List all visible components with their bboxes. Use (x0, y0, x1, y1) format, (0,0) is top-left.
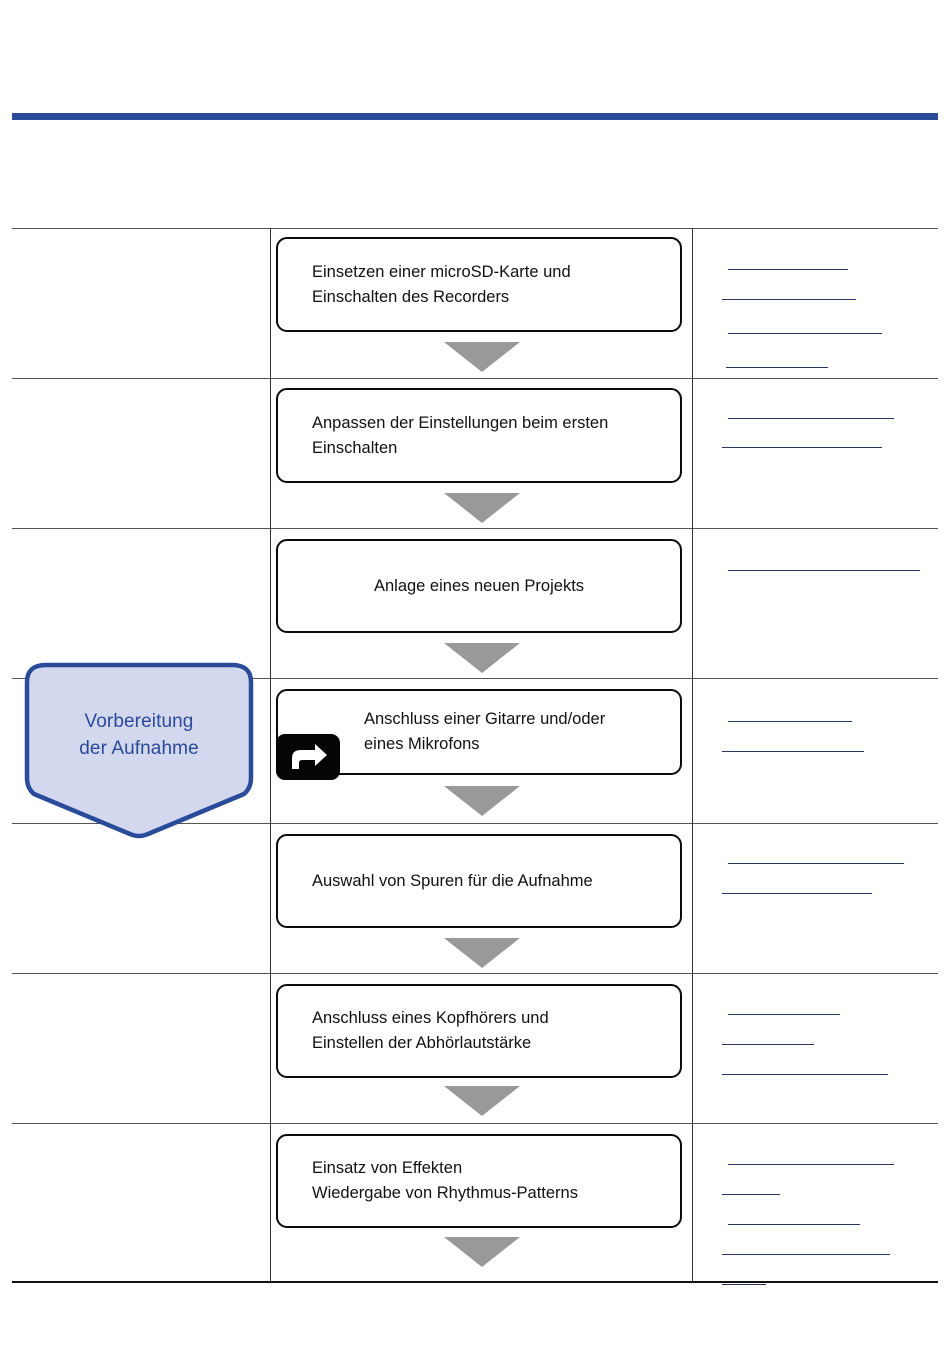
step-label: Anschluss einer Gitarre und/oder eines M… (364, 710, 606, 753)
step-label: Einsatz von Effekten Wiedergabe von Rhyt… (312, 1159, 578, 1202)
reference-link[interactable] (722, 1239, 890, 1255)
step-box[interactable]: Auswahl von Spuren für die Aufnahme (276, 834, 682, 928)
flow-caret-icon (444, 938, 520, 968)
step-label: Auswahl von Spuren für die Aufnahme (312, 871, 593, 890)
flow-caret-icon (444, 342, 520, 372)
step-label: Anpassen der Einstellungen beim ersten E… (312, 413, 609, 457)
row-separator (12, 678, 938, 679)
reference-link[interactable] (728, 403, 894, 419)
flow-caret-icon (444, 643, 520, 673)
row-separator (12, 1123, 938, 1124)
reference-link[interactable] (722, 736, 864, 752)
flow-caret-icon (444, 1086, 520, 1116)
flow-caret-icon (444, 493, 520, 523)
reference-link[interactable] (728, 555, 920, 571)
table-top-border (12, 228, 938, 229)
row-separator (12, 973, 938, 974)
reference-link[interactable] (726, 352, 828, 368)
step-box[interactable]: Anlage eines neuen Projekts (276, 539, 682, 633)
reference-link[interactable] (722, 284, 856, 300)
reference-link[interactable] (722, 432, 882, 448)
reference-link[interactable] (728, 318, 882, 334)
reference-link[interactable] (722, 1269, 766, 1285)
step-label: Anschluss eines Kopfhörers und Einstelle… (312, 1009, 549, 1052)
step-box[interactable]: Anpassen der Einstellungen beim ersten E… (276, 388, 682, 483)
step-box[interactable]: Anschluss eines Kopfhörers und Einstelle… (276, 984, 682, 1078)
column-divider-left (270, 228, 271, 1281)
header-rule (12, 113, 938, 120)
reference-link[interactable] (722, 1059, 888, 1075)
reference-link[interactable] (728, 999, 840, 1015)
flow-table: Einsetzen einer microSD-Karte und Einsch… (12, 228, 938, 1285)
reference-link[interactable] (728, 1149, 894, 1165)
badge-shape (24, 662, 254, 839)
reference-link[interactable] (722, 1029, 814, 1045)
reference-link[interactable] (722, 878, 872, 894)
flow-caret-icon (444, 786, 520, 816)
row-separator (12, 528, 938, 529)
jump-arrow-icon[interactable] (276, 734, 340, 780)
reference-link[interactable] (728, 254, 848, 270)
step-box[interactable]: Anschluss einer Gitarre und/oder eines M… (276, 689, 682, 775)
reference-link[interactable] (728, 706, 852, 722)
reference-link[interactable] (728, 1209, 860, 1225)
reference-link[interactable] (728, 848, 904, 864)
reference-link[interactable] (722, 1179, 780, 1195)
column-divider-right (692, 228, 693, 1281)
step-box[interactable]: Einsetzen einer microSD-Karte und Einsch… (276, 237, 682, 332)
row-separator (12, 378, 938, 379)
row-separator (12, 823, 938, 824)
section-badge: Vorbereitung der Aufnahme (22, 660, 256, 840)
table-bottom-border (12, 1281, 938, 1283)
step-box[interactable]: Einsatz von Effekten Wiedergabe von Rhyt… (276, 1134, 682, 1228)
step-label: Anlage eines neuen Projekts (373, 576, 585, 595)
flow-caret-icon (444, 1237, 520, 1267)
step-label: Einsetzen einer microSD-Karte und Einsch… (312, 262, 571, 306)
